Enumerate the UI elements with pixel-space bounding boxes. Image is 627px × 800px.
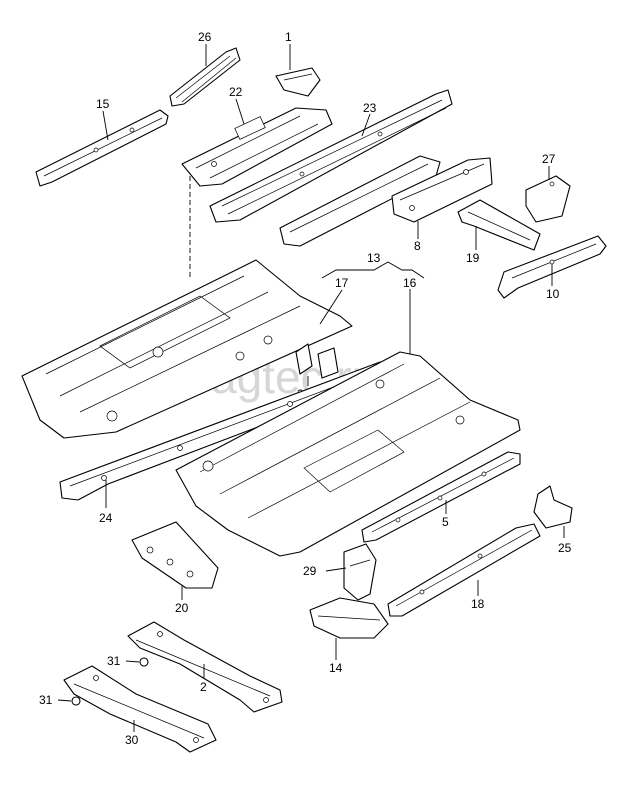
callout-25: 25 (558, 541, 572, 555)
callout-23: 23 (363, 101, 377, 115)
callout-5: 5 (442, 515, 449, 529)
leader-17 (319, 289, 343, 325)
part-18[interactable] (387, 523, 541, 617)
callout-15: 15 (96, 97, 110, 111)
part-29[interactable] (343, 543, 377, 601)
part-1[interactable] (275, 67, 321, 97)
part-14[interactable] (309, 597, 389, 639)
bracket-13 (321, 261, 425, 279)
callout-18: 18 (471, 597, 485, 611)
callout-1: 1 (285, 30, 292, 44)
callout-8: 8 (414, 239, 421, 253)
part-16[interactable] (175, 351, 521, 557)
callout-31a: 31 (107, 654, 121, 668)
callout-27: 27 (542, 152, 556, 166)
part-2[interactable] (127, 621, 283, 713)
part-27[interactable] (525, 175, 571, 223)
part-26[interactable] (169, 47, 241, 107)
part-8[interactable] (391, 157, 493, 223)
callout-19: 19 (466, 251, 480, 265)
leader-29 (325, 567, 347, 572)
callout-29: 29 (303, 564, 317, 578)
callout-20: 20 (175, 601, 189, 615)
part-17[interactable] (21, 259, 353, 439)
part-5[interactable] (361, 451, 521, 543)
callout-30: 30 (125, 733, 139, 747)
leader-22 (235, 98, 245, 125)
callout-24: 24 (99, 511, 113, 525)
leader-31b (57, 699, 72, 702)
part-19[interactable] (457, 199, 541, 251)
leader-15 (102, 110, 109, 141)
part-31-nut-lower[interactable] (71, 696, 81, 706)
callout-31b: 31 (39, 693, 53, 707)
part-20[interactable] (131, 521, 219, 589)
part-23[interactable] (209, 89, 453, 223)
callout-17: 17 (335, 276, 349, 290)
callout-10: 10 (546, 287, 560, 301)
callout-14: 14 (329, 661, 343, 675)
part-32[interactable] (295, 343, 339, 379)
part-25[interactable] (533, 485, 573, 529)
leader-23 (361, 113, 371, 137)
leader-31a (125, 660, 140, 663)
part-15[interactable] (35, 109, 169, 187)
callout-22: 22 (229, 85, 243, 99)
callout-16: 16 (403, 276, 417, 290)
part-30[interactable] (63, 665, 217, 753)
callout-26: 26 (198, 30, 212, 44)
part-31-nut-upper[interactable] (139, 657, 149, 667)
callout-13: 13 (367, 251, 381, 265)
part-22[interactable] (181, 107, 333, 187)
callout-2: 2 (200, 680, 207, 694)
